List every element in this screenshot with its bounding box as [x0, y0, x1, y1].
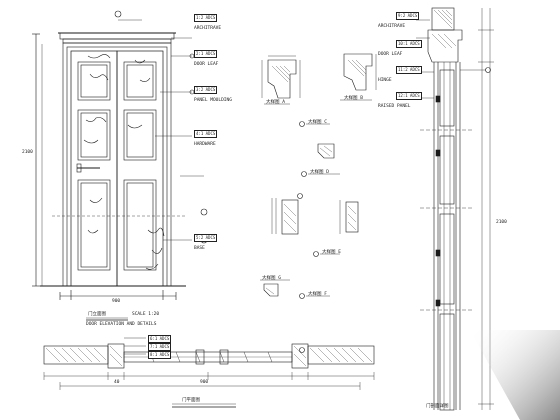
callout-tag: 12:1 ADCS	[396, 92, 422, 100]
section-title: 门剖面详图	[426, 404, 449, 409]
detail-label: 大样图 D	[310, 170, 329, 175]
callout-tag: 1:2 ADCS	[194, 14, 218, 22]
moulding-details	[260, 53, 377, 299]
annotation-text: RAISED PANEL	[378, 104, 411, 109]
detail-label: 大样图 B	[344, 96, 363, 101]
dimension-text: 900	[200, 380, 209, 385]
annotation-text: DOOR LEAF	[378, 52, 403, 57]
annotation-text: HINGE	[378, 78, 392, 83]
annotation-text: ARCHITRAVE	[378, 24, 406, 29]
callout-tag: 10:1 ADCS	[396, 40, 422, 48]
plan-title: 门平面图	[182, 398, 200, 403]
annotation-text: DOOR LEAF	[194, 62, 219, 67]
detail-label: 大样图 A	[266, 100, 285, 105]
elevation-title: 门立面图	[88, 312, 106, 317]
callout-tag: 6:1 ADCS	[148, 335, 172, 343]
callout-tag: 8:1 ADCS	[148, 351, 172, 359]
callout-tag: 9:2 ADCS	[396, 12, 420, 20]
detail-label: 大样图 E	[322, 250, 341, 255]
callout-tag: 7:1 ADCS	[148, 343, 172, 351]
dimension-text: 2100	[496, 220, 507, 225]
dimension-text: 40	[114, 380, 120, 385]
annotation-text: BASE	[194, 246, 205, 251]
elevation-scale: SCALE 1:20	[132, 312, 160, 317]
dimension-text: 900	[112, 299, 121, 304]
callout-tag: 11:2 ADCS	[396, 66, 422, 74]
detail-label: 大样图 C	[308, 120, 327, 125]
vertical-section	[416, 7, 494, 411]
door-elevation	[32, 10, 208, 300]
door-plan-section	[43, 337, 375, 408]
callout-tag: 2:1 ADCS	[194, 50, 218, 58]
callout-tag: 5:2 ADCS	[194, 234, 218, 242]
annotation-text: HARDWARE	[194, 142, 216, 147]
callout-tag: 4:1 ADCS	[194, 130, 218, 138]
callout-tag: 3:2 ADCS	[194, 86, 218, 94]
annotation-text: PANEL MOULDING	[194, 98, 232, 103]
detail-label: 大样图 G	[262, 276, 281, 281]
annotation-text: ARCHITRAVE	[194, 26, 222, 31]
detail-label: 大样图 F	[308, 292, 327, 297]
sheet-title: DOOR ELEVATION AND DETAILS	[86, 322, 157, 327]
dimension-text: 2100	[22, 150, 33, 155]
